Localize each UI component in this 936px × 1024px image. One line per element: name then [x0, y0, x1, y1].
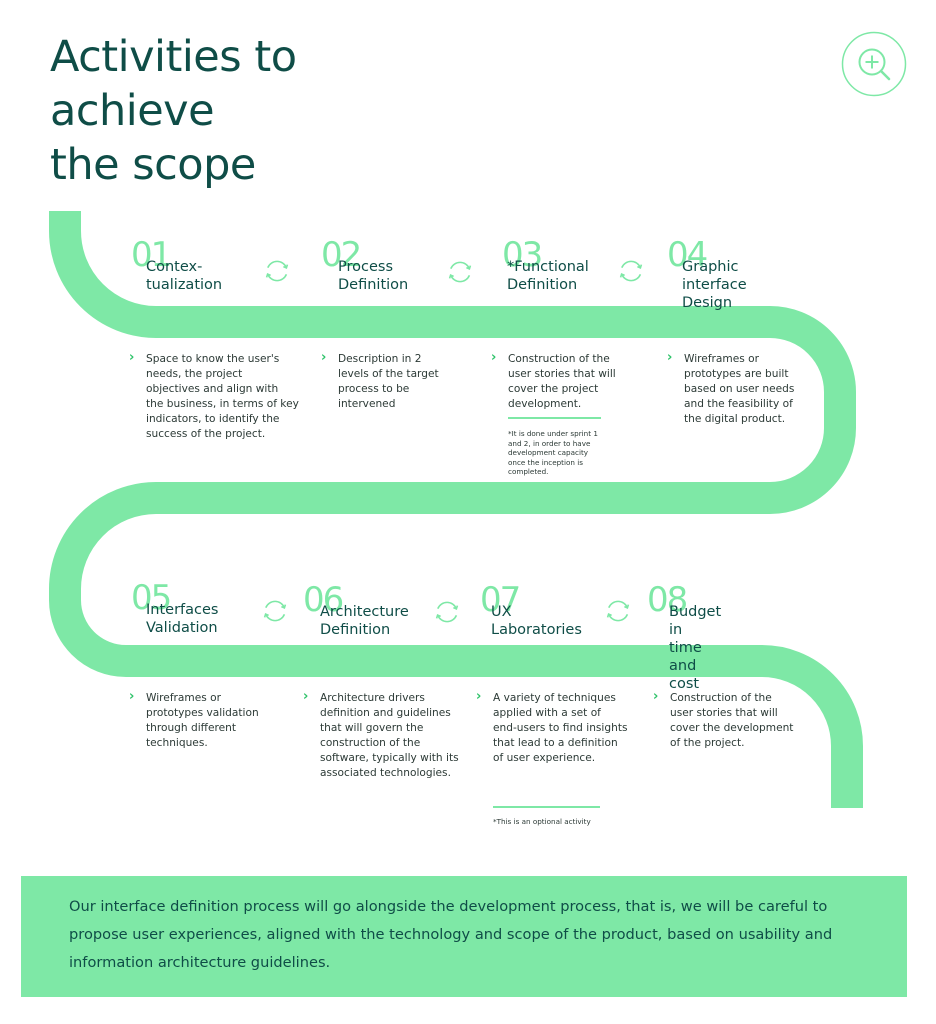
step-description-text: Construction of the user stories that wi…	[670, 692, 794, 749]
note-divider	[508, 417, 601, 419]
summary-text: Our interface definition process will go…	[69, 898, 833, 971]
title-line-1: Activities to	[50, 32, 297, 82]
step-number: 08	[647, 580, 688, 620]
chevron-right-icon: ›	[491, 350, 497, 365]
step-number: 01	[131, 235, 172, 275]
step-title: UX Laboratories	[491, 604, 582, 638]
step-07-description: › A variety of techniques applied with a…	[476, 689, 633, 766]
step-number: 04	[667, 235, 708, 275]
refresh-cycle-icon	[448, 261, 472, 283]
step-description-text: Space to know the user's needs, the proj…	[146, 353, 299, 440]
refresh-cycle-icon	[263, 600, 287, 622]
zoom-in-button[interactable]	[841, 31, 907, 97]
step-05-description: › Wireframes or prototypes validation th…	[129, 689, 276, 751]
step-number: 05	[131, 578, 172, 618]
title-line-3: the scope	[50, 140, 256, 190]
step-description-text: Wireframes or prototypes validation thro…	[146, 692, 259, 749]
step-08-description: › Construction of the user stories that …	[653, 689, 800, 751]
chevron-right-icon: ›	[129, 689, 135, 704]
refresh-cycle-icon	[435, 601, 459, 623]
step-description-text: Architecture drivers definition and guid…	[320, 692, 459, 779]
note-divider	[493, 806, 600, 808]
step-02-description: › Description in 2 levels of the target …	[321, 350, 468, 412]
step-description-text: A variety of techniques applied with a s…	[493, 692, 628, 764]
step-title: Interfaces Validation	[146, 602, 219, 636]
step-description-text: Wireframes or prototypes are built based…	[684, 353, 795, 425]
step-title: Budget in time and cost	[669, 604, 722, 692]
step-number: 03	[502, 235, 543, 275]
chevron-right-icon: ›	[303, 689, 309, 704]
step-title: Contex- tualization	[146, 259, 223, 293]
step-title: Process Definition	[338, 259, 409, 293]
chevron-right-icon: ›	[667, 350, 673, 365]
step-title: Graphic interface Design	[682, 259, 747, 311]
step-description-text: Construction of the user stories that wi…	[508, 353, 616, 410]
step-description-text: Description in 2 levels of the target pr…	[338, 353, 439, 410]
step-number: 07	[480, 580, 521, 620]
summary-banner: Our interface definition process will go…	[21, 876, 907, 997]
refresh-cycle-icon	[265, 260, 289, 282]
step-title: Architecture Definition	[320, 604, 409, 638]
refresh-cycle-icon	[606, 600, 630, 622]
step-01-description: › Space to know the user's needs, the pr…	[129, 350, 306, 442]
title-line-2: achieve	[50, 86, 215, 136]
chevron-right-icon: ›	[321, 350, 327, 365]
step-06-description: › Architecture drivers definition and gu…	[303, 689, 470, 781]
step-title: *Functional Definition	[507, 259, 589, 293]
refresh-cycle-icon	[619, 260, 643, 282]
step-03-note: *It is done under sprint 1 and 2, in ord…	[508, 429, 598, 477]
chevron-right-icon: ›	[653, 689, 659, 704]
step-number: 06	[303, 580, 344, 620]
chevron-right-icon: ›	[476, 689, 482, 704]
page-title: Activities to achieve the scope	[50, 30, 297, 192]
chevron-right-icon: ›	[129, 350, 135, 365]
step-07-note: *This is an optional activity	[493, 817, 591, 826]
step-03-description: › Construction of the user stories that …	[491, 350, 638, 412]
zoom-in-icon	[841, 31, 907, 97]
step-04-description: › Wireframes or prototypes are built bas…	[667, 350, 814, 427]
step-number: 02	[321, 235, 362, 275]
